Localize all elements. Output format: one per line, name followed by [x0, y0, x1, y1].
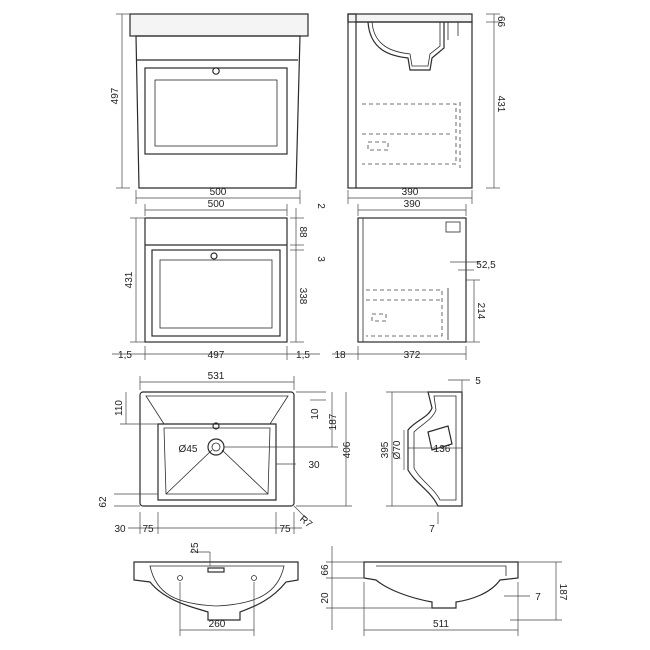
door-inner-mid — [159, 259, 273, 329]
width-label: 500 — [210, 187, 227, 198]
basin-side-section: 5 395 Ø70 136 7 — [380, 376, 481, 535]
bowl-depth-label: 187 — [328, 413, 339, 430]
width-label-mid: 500 — [208, 199, 225, 210]
door-height-label: 338 — [297, 288, 308, 305]
profile-overall-label: 187 — [557, 584, 568, 601]
lip-height-label: 66 — [495, 16, 506, 28]
gap-top-label: 2 — [315, 203, 326, 209]
basin-outline — [139, 391, 295, 507]
offset-label: 52,5 — [476, 260, 496, 271]
door-panel-outer — [144, 67, 288, 155]
right-inset-label: 75 — [279, 524, 291, 535]
profile-width-label: 511 — [433, 619, 449, 630]
basin-depth-label: 406 — [342, 441, 353, 458]
basin-section-outline — [407, 391, 463, 507]
front-view-mid: 500 431 2 88 3 338 1,5 497 1,5 — [112, 199, 326, 361]
profile-bowl-label: 20 — [320, 592, 331, 604]
waste-outlet — [207, 438, 225, 456]
basin-bowl — [157, 423, 277, 501]
back-label: 18 — [334, 350, 346, 361]
top-rail-label: 88 — [297, 226, 308, 238]
overflow — [212, 422, 220, 430]
reach-label: 136 — [434, 444, 451, 455]
side-right-label: 1,5 — [296, 350, 310, 361]
cabinet-body — [135, 35, 301, 189]
basin-width-label: 531 — [208, 371, 225, 382]
cabinet-side — [356, 21, 473, 189]
tap-hole-section — [427, 425, 453, 451]
depth-label-mid: 390 — [404, 199, 421, 210]
basin-bowl-profile — [367, 21, 445, 71]
lip-side — [347, 13, 473, 23]
side-view-top: 66 431 390 — [347, 13, 506, 204]
top-margin-label: 110 — [114, 400, 125, 416]
basin-profile-view: 66 20 187 7 511 — [320, 546, 568, 636]
waste-dia-label: Ø45 — [179, 444, 198, 455]
drawer-mid — [366, 289, 443, 337]
center-label: 25 — [190, 542, 201, 554]
basin-front-view: 25 260 — [133, 542, 299, 636]
height-label-mid: 431 — [124, 271, 135, 288]
right-margin-label: 30 — [308, 460, 320, 471]
gap-label: 3 — [315, 256, 326, 262]
left-inset-label: 75 — [142, 524, 154, 535]
profile-outline — [363, 561, 519, 609]
height-label: 497 — [110, 87, 121, 104]
cabinet-side-mid — [357, 217, 467, 343]
basin-top-view: 531 110 10 187 406 Ø45 30 62 30 75 75 R7 — [98, 371, 353, 535]
tap-dia-label: Ø70 — [392, 440, 403, 459]
tap-hole-mid — [210, 252, 218, 260]
side-view-mid: 390 52,5 214 18 372 — [332, 199, 496, 361]
bottom-label: 7 — [429, 524, 435, 535]
foot-label: 7 — [535, 592, 541, 603]
section-depth-label: 395 — [380, 441, 391, 458]
cabinet-front-edge — [347, 13, 357, 189]
side-left-label: 1,5 — [118, 350, 132, 361]
basin-front-outline — [133, 561, 299, 621]
bowl-top-label: 10 — [310, 408, 321, 420]
basin-lip — [129, 13, 309, 37]
tap-hole — [212, 67, 220, 75]
lip-label: 5 — [475, 376, 481, 387]
inner-width-label: 497 — [208, 350, 225, 361]
front-view-top: 497 500 — [110, 13, 309, 204]
cabinet-body-mid — [144, 217, 288, 343]
left-edge-label: 30 — [114, 524, 126, 535]
profile-height-label: 66 — [320, 564, 331, 576]
drawer-height-label: 214 — [475, 303, 486, 320]
body-depth-label: 372 — [404, 350, 421, 361]
door-panel-inner — [154, 79, 278, 147]
depth-label: 390 — [402, 187, 419, 198]
body-height-label: 431 — [495, 96, 506, 113]
spacing-label: 260 — [209, 619, 226, 630]
front-edge-label: 62 — [98, 496, 109, 508]
door-outer-mid — [151, 249, 281, 337]
